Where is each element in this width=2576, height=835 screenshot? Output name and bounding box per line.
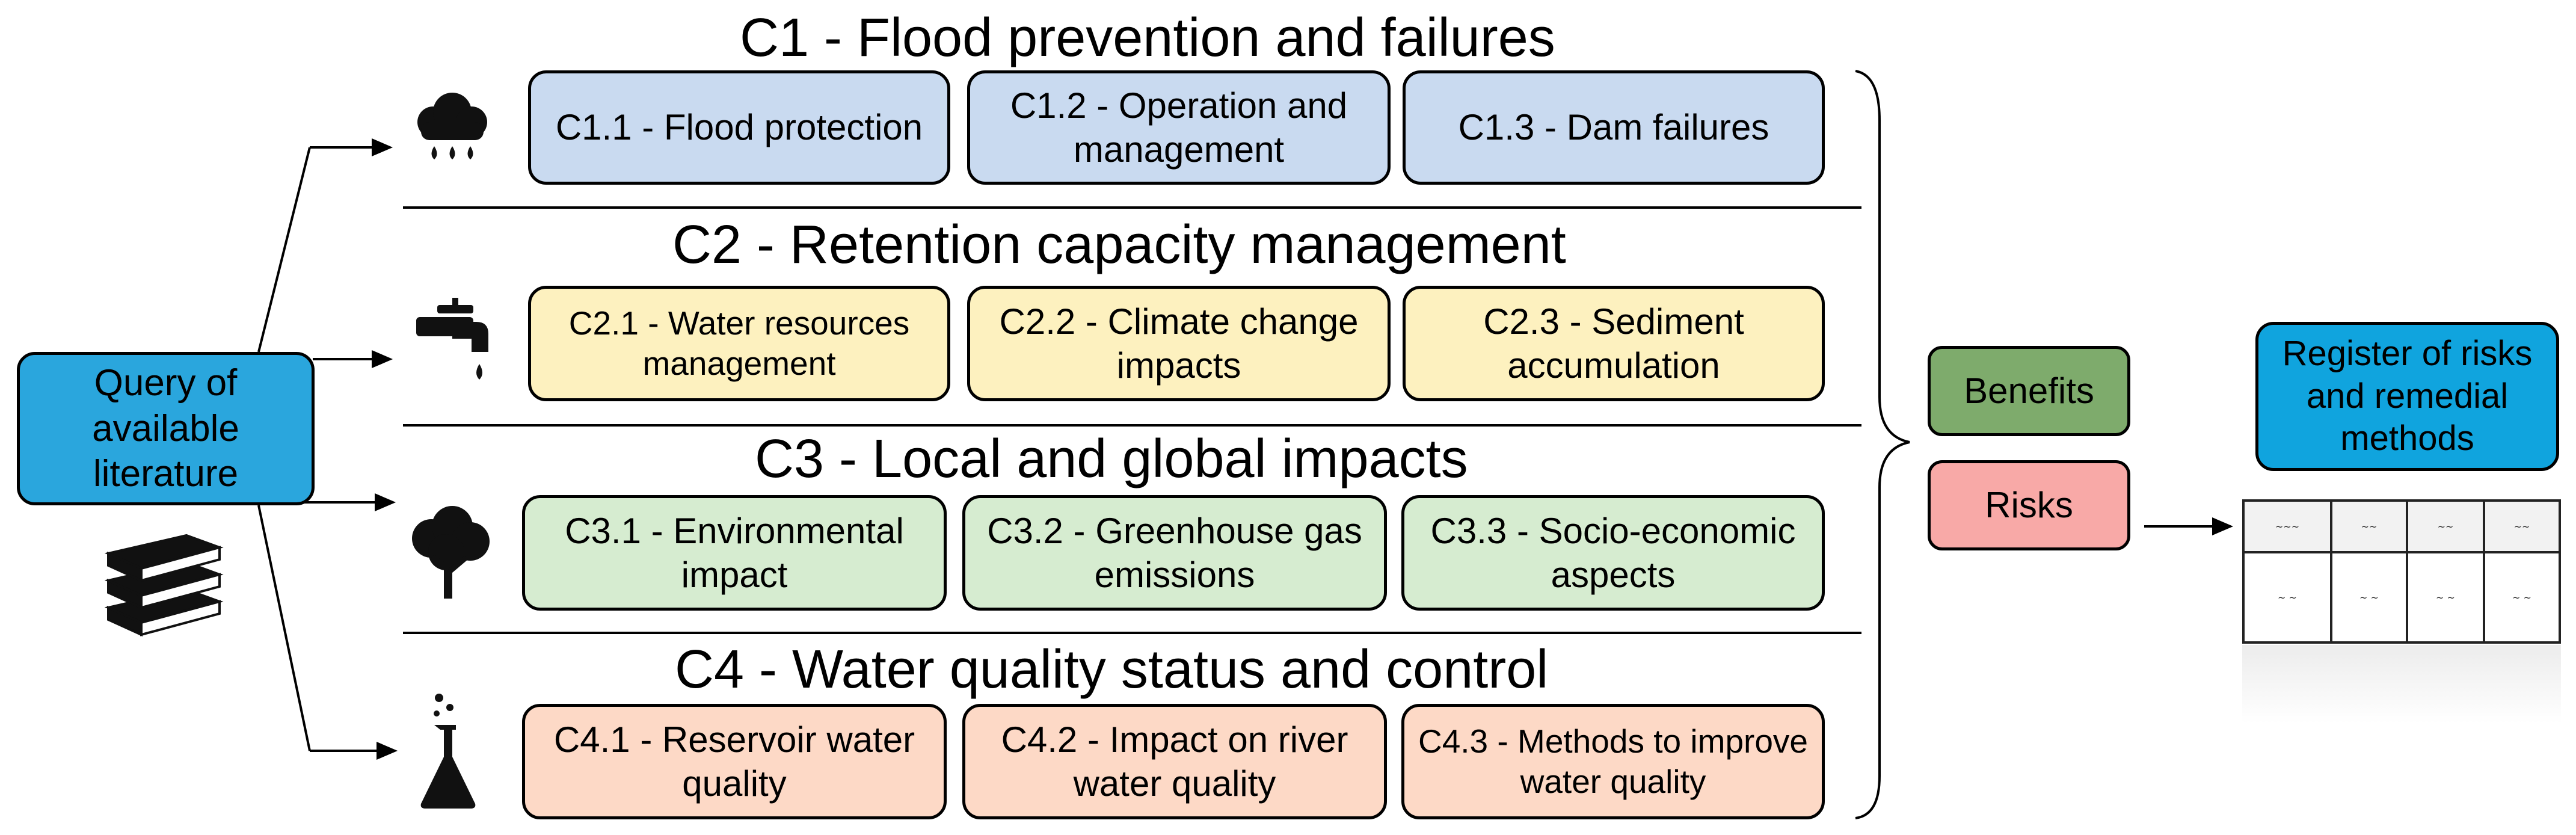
item-c3-3: C3.3 - Socio-economic aspects [1401, 495, 1825, 611]
flask-icon [420, 694, 476, 809]
category-title-c3: C3 - Local and global impacts [755, 429, 1468, 489]
register-label: Register of risks and remedial methods [2282, 333, 2533, 458]
item-c4-3: C4.3 - Methods to improve water quality [1401, 704, 1825, 819]
grouping-brace [1855, 70, 1910, 819]
arrow-to-c4 [257, 505, 311, 751]
separator-c2-c3 [403, 424, 1861, 427]
item-c2-3-label: C2.3 - Sediment accumulation [1483, 301, 1744, 386]
books-icon [104, 534, 224, 637]
query-literature-box: Query of available literature [17, 352, 315, 505]
item-c4-2-label: C4.2 - Impact on river water quality [1001, 719, 1348, 804]
item-c2-3: C2.3 - Sediment accumulation [1403, 286, 1825, 401]
separator-c1-c2 [403, 206, 1861, 209]
query-label: Query of available literature [92, 362, 239, 495]
item-c1-2: C1.2 - Operation and management [967, 70, 1391, 185]
risks-label: Risks [1985, 485, 2073, 526]
item-c3-2: C3.2 - Greenhouse gas emissions [962, 495, 1387, 611]
item-c3-1-label: C3.1 - Environmental impact [565, 510, 904, 595]
arrow-to-c1 [257, 147, 311, 353]
category-title-c2: C2 - Retention capacity management [672, 215, 1566, 275]
item-c1-3-label: C1.3 - Dam failures [1458, 107, 1769, 148]
rain-cloud-icon [417, 93, 487, 159]
item-c4-1: C4.1 - Reservoir water quality [522, 704, 947, 819]
item-c4-2: C4.2 - Impact on river water quality [962, 704, 1387, 819]
item-c1-2-label: C1.2 - Operation and management [1010, 85, 1348, 170]
separator-c3-c4 [403, 632, 1861, 634]
item-c4-1-label: C4.1 - Reservoir water quality [553, 719, 915, 804]
category-title-c1: C1 - Flood prevention and failures [740, 8, 1555, 68]
item-c1-1-label: C1.1 - Flood protection [555, 107, 923, 148]
water-tap-icon [416, 298, 488, 380]
register-table-reflection [2242, 645, 2561, 723]
register-table-icon: ~~~ ~~ ~~ ~~ ~ ~ ~ ~ ~ ~ ~ ~ [2242, 499, 2561, 644]
item-c2-2-label: C2.2 - Climate change impacts [999, 301, 1359, 386]
item-c3-3-label: C3.3 - Socio-economic aspects [1430, 510, 1796, 595]
tree-icon [412, 506, 490, 599]
item-c1-3: C1.3 - Dam failures [1403, 70, 1825, 185]
item-c3-1: C3.1 - Environmental impact [522, 495, 947, 611]
category-title-c4: C4 - Water quality status and control [675, 639, 1549, 700]
register-box: Register of risks and remedial methods [2255, 322, 2559, 471]
item-c3-2-label: C3.2 - Greenhouse gas emissions [987, 510, 1362, 595]
item-c2-1-label: C2.1 - Water resources management [568, 304, 910, 382]
item-c2-2: C2.2 - Climate change impacts [967, 286, 1391, 401]
benefits-label: Benefits [1964, 371, 2094, 411]
item-c1-1: C1.1 - Flood protection [528, 70, 950, 185]
risks-box: Risks [1928, 460, 2130, 550]
item-c4-3-label: C4.3 - Methods to improve water quality [1418, 722, 1809, 800]
item-c2-1: C2.1 - Water resources management [528, 286, 950, 401]
benefits-box: Benefits [1928, 346, 2130, 436]
